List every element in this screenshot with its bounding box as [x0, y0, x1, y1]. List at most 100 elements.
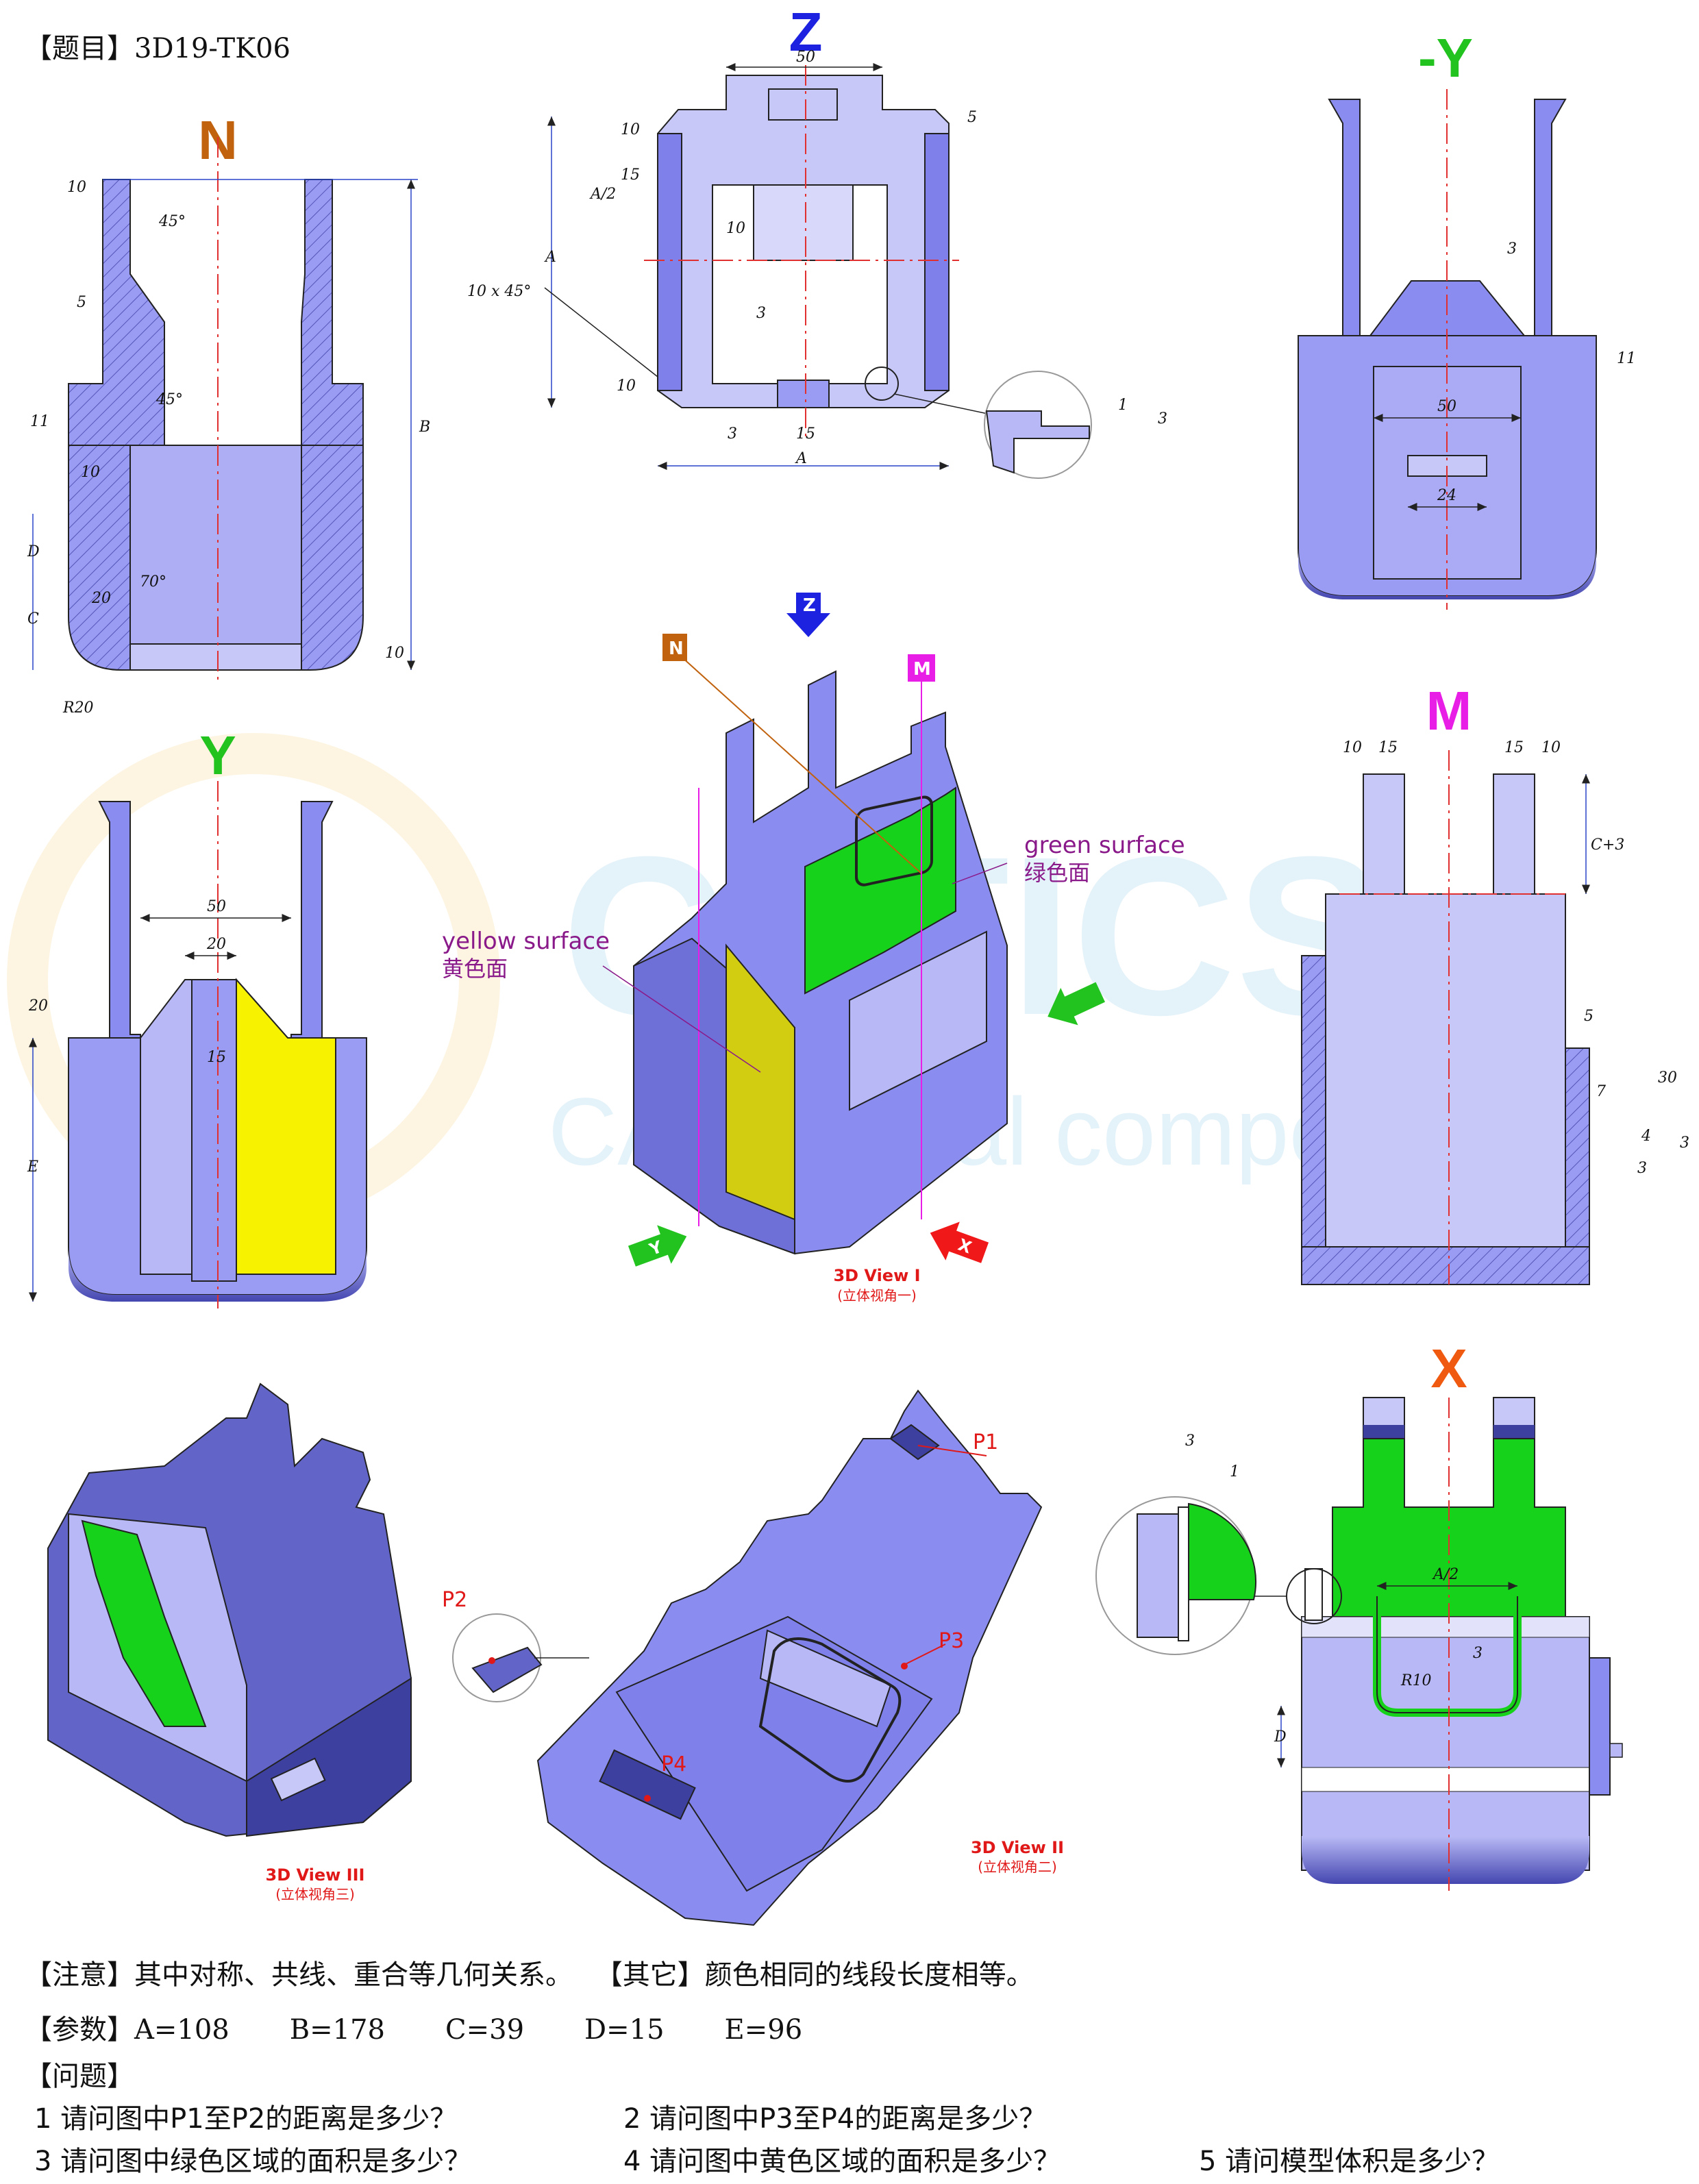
view-m: M 10 15 15 10 C+3 5 7 30 4 3 3: [1301, 680, 1689, 1288]
problem-header: 【题目】3D19-TK06: [25, 26, 290, 66]
n-dim-11: 11: [30, 413, 49, 430]
y-dim-15: 15: [207, 1049, 226, 1066]
note-text: 其中对称、共线、重合等几何关系。: [134, 1959, 573, 1991]
svg-text:M: M: [913, 659, 931, 680]
z-dim-a2: A/2: [589, 186, 616, 203]
iso1-arrow-x: X: [930, 1221, 989, 1263]
question-1: 1 请问图中P1至P2的距离是多少？: [34, 2103, 458, 2135]
z-dim-3c: 3: [1158, 410, 1167, 427]
n-left-wall: [68, 179, 165, 446]
iso1-arrow-neg-y: [1047, 982, 1106, 1026]
yellow-surface-label: yellow surface: [442, 928, 610, 955]
view-y: Y 50 20 20 15 E: [27, 725, 367, 1308]
m-dim-3: 3: [1680, 1134, 1689, 1152]
z-dim-3: 3: [756, 305, 766, 322]
param-b: B=178: [289, 2014, 386, 2046]
x-dim-3b: 3: [1473, 1645, 1483, 1662]
m-dim-15b: 15: [1504, 739, 1524, 756]
iso-view-3: 3D View III (立体视角三): [47, 1382, 412, 1902]
n-dim-b: B: [419, 419, 430, 436]
green-surface-label: green surface: [1024, 832, 1185, 859]
z-dim-15: 15: [621, 166, 640, 184]
svg-text:N: N: [669, 638, 684, 659]
z-dim-chamfer: 10 x 45°: [467, 283, 531, 300]
iso1-arrow-z: Z: [786, 593, 830, 637]
view3-caption: 3D View III: [266, 1865, 365, 1885]
iso1-yellow-face: [726, 943, 795, 1221]
n-dim-20: 20: [91, 590, 111, 607]
notes-line: 【注意】其中对称、共线、重合等几何关系。 【其它】颜色相同的线段长度相等。: [25, 1952, 1034, 1992]
m-dim-15: 15: [1378, 739, 1398, 756]
m-dim-c3: C+3: [1591, 836, 1624, 854]
p2-label: P2: [442, 1588, 467, 1612]
x-dim-1: 1: [1230, 1463, 1239, 1480]
x-dim-a2: A/2: [1432, 1566, 1459, 1583]
other-label: 【其它】: [595, 1959, 705, 1991]
view-neg-y: -Y 3 11 50 24: [1298, 27, 1636, 610]
n-dim-10b: 10: [81, 464, 100, 481]
n-dim-10: 10: [67, 179, 86, 196]
iso3-green-face: [81, 1519, 207, 1727]
x-dim-r10: R10: [1400, 1672, 1432, 1689]
neg-y-dim-24: 24: [1437, 487, 1456, 504]
question-4: 4 请问图中黄色区域的面积是多少？: [623, 2146, 1061, 2177]
iso1-green-face: [804, 786, 956, 995]
iso-view-1: Z N M Y X green surface 绿色面 yellow surfa…: [442, 593, 1185, 1304]
n-dim-45b: 45°: [156, 391, 183, 408]
view-n: N 10 45° 5 45° 11 10 D 70° C 20 10 R20 B: [27, 110, 430, 717]
param-c: C=39: [445, 2014, 525, 2046]
z-dim-a: A: [544, 249, 556, 266]
header-bracket: 【题目】: [25, 33, 134, 64]
param-label: 【参数】: [25, 2014, 134, 2046]
z-dim-10: 10: [621, 121, 640, 138]
view3-caption-cn: (立体视角三): [275, 1886, 355, 1902]
n-dim-70: 70°: [140, 573, 166, 591]
m-dim-3b: 3: [1637, 1160, 1647, 1177]
question-2: 2 请问图中P3至P4的距离是多少？: [623, 2103, 1047, 2135]
n-dim-10c: 10: [385, 645, 404, 662]
n-dim-r20: R20: [62, 699, 94, 717]
p4-label: P4: [661, 1752, 686, 1776]
iso1-tag-m: M: [908, 654, 935, 682]
n-cavity: [129, 445, 302, 645]
m-dim-30: 30: [1658, 1069, 1677, 1087]
iso-view-2: P1 P2 P3 P4 3D View II (立体视角二): [442, 1389, 1064, 1926]
view2-caption-cn: (立体视角二): [978, 1859, 1057, 1875]
other-text: 颜色相同的线段长度相等。: [704, 1959, 1034, 1991]
y-dim-50: 50: [207, 898, 226, 915]
view-label-x: X: [1430, 1338, 1467, 1399]
y-dim-20b: 20: [28, 997, 48, 1015]
question-5: 5 请问模型体积是多少？: [1199, 2146, 1500, 2177]
z-dim-a-bottom: A: [795, 450, 807, 467]
x-dim-3: 3: [1185, 1432, 1195, 1450]
view-z: Z 50 5 10 15 A/2 A 10 3 10 x 45° 10 3 15…: [467, 1, 1167, 479]
param-e: E=96: [724, 2014, 803, 2046]
z-dim-5: 5: [967, 109, 977, 126]
m-dim-4: 4: [1641, 1128, 1651, 1145]
question-3: 3 请问图中绿色区域的面积是多少？: [34, 2146, 472, 2177]
z-dim-15b: 15: [796, 425, 815, 443]
x-dim-d: D: [1274, 1728, 1287, 1746]
view2-caption: 3D View II: [971, 1838, 1064, 1857]
view-label-z: Z: [789, 1, 823, 62]
z-dim-50: 50: [796, 49, 815, 66]
n-dim-45: 45°: [158, 213, 186, 230]
view-label-y: Y: [199, 725, 236, 786]
z-dim-3b: 3: [728, 425, 737, 443]
view1-caption: 3D View I: [833, 1266, 920, 1285]
note-label: 【注意】: [25, 1959, 134, 1991]
m-body: [1325, 893, 1566, 1285]
z-dim-1: 1: [1118, 397, 1128, 414]
n-dim-d: D: [27, 543, 40, 560]
neg-y-dim-50: 50: [1437, 398, 1456, 415]
p1-label: P1: [973, 1430, 998, 1454]
param-d: D=15: [584, 2014, 665, 2046]
yellow-surface-label-cn: 黄色面: [442, 956, 508, 982]
iso1-tag-n: N: [662, 634, 687, 661]
neg-y-dim-11: 11: [1617, 350, 1636, 367]
z-dim-10b: 10: [726, 220, 745, 237]
m-dim-10b: 10: [1541, 739, 1561, 756]
view1-caption-cn: (立体视角一): [837, 1287, 917, 1304]
